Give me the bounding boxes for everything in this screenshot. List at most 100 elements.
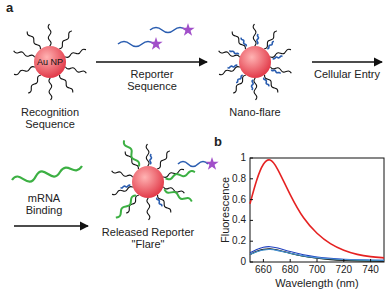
reporter-strand xyxy=(150,154,152,164)
tick-label: 660 xyxy=(251,264,275,276)
tick-mark xyxy=(370,259,371,262)
tick-label: 1 xyxy=(226,152,246,164)
recognition-strand xyxy=(253,24,256,46)
recognition-strand xyxy=(48,24,51,46)
recognition-strand xyxy=(28,75,41,93)
reporter-strand xyxy=(228,65,238,68)
stage-caption: Recognition Sequence xyxy=(4,106,96,130)
reporter-strands xyxy=(118,23,195,50)
recognition-strand xyxy=(219,51,240,58)
recognition-strand xyxy=(60,75,73,93)
mrna-strand xyxy=(12,166,82,182)
reporter-strand xyxy=(157,198,162,207)
particle-label: Au NP xyxy=(30,56,70,68)
recognition-strand xyxy=(49,78,52,100)
mrna-strand xyxy=(166,171,195,179)
recognition-strand xyxy=(270,67,291,74)
nanoparticle-stage: Au NP Recognition Sequence xyxy=(4,20,96,132)
reporter-strand xyxy=(178,162,208,167)
nanoparticle-stage: Released Reporter "Flare" xyxy=(92,140,204,252)
tick-label: 700 xyxy=(305,264,329,276)
recognition-strand xyxy=(157,151,170,169)
recognition-strand xyxy=(265,75,278,93)
reporter-strand xyxy=(118,42,154,47)
reporter-dye xyxy=(181,23,194,36)
tick-mark xyxy=(317,259,318,262)
spectrum-curve xyxy=(250,249,384,262)
reporter-strand xyxy=(150,28,186,33)
spectrum-curve xyxy=(250,160,384,258)
text-label: mRNA Binding xyxy=(14,192,74,216)
panel-letter: a xyxy=(6,2,20,14)
reporter-strand xyxy=(271,70,280,74)
gold-nanoparticle xyxy=(239,46,271,78)
reporter-strand xyxy=(264,78,269,87)
reporter-strand xyxy=(273,56,283,59)
spectrum-curve xyxy=(250,250,384,261)
reporter-strand xyxy=(257,34,259,44)
nanoparticle-drawing xyxy=(208,20,302,106)
tick-mark xyxy=(263,259,264,262)
axis-ticks xyxy=(250,158,371,262)
process-arrow-group xyxy=(96,62,207,63)
tick-label: 680 xyxy=(278,264,302,276)
tick-mark xyxy=(250,220,253,221)
reporter-dye xyxy=(149,37,162,50)
recognition-strand xyxy=(254,78,257,100)
recognition-strand xyxy=(158,195,171,213)
spectrum-chart xyxy=(250,158,384,262)
tick-label: 0.8 xyxy=(226,173,246,185)
tick-label: 0.2 xyxy=(226,235,246,247)
tick-mark xyxy=(250,199,253,200)
reporter-strand xyxy=(230,50,239,54)
recognition-strand xyxy=(65,49,86,57)
recognition-strand xyxy=(59,31,72,49)
reporter-strand xyxy=(121,185,131,188)
stage-caption: Nano-flare xyxy=(208,106,302,118)
panel-letter: b xyxy=(214,136,228,148)
reporter-strand xyxy=(267,41,274,48)
text-label: Wavelength (nm) xyxy=(257,277,377,289)
recognition-strand xyxy=(264,31,277,49)
reporter-dye xyxy=(205,157,218,170)
arrow-label: Reporter Sequence xyxy=(117,68,187,92)
tick-label: 0.4 xyxy=(226,214,246,226)
tick-mark xyxy=(250,178,253,179)
recognition-strand xyxy=(14,51,35,58)
mrna-strand xyxy=(164,189,191,201)
mrna-strand xyxy=(116,195,136,217)
tick-mark xyxy=(343,259,344,262)
recognition-strand xyxy=(14,67,35,75)
nanoparticle-drawing xyxy=(92,140,204,226)
process-arrow xyxy=(96,61,207,62)
process-arrow xyxy=(312,61,382,62)
recognition-strand xyxy=(232,32,245,50)
tick-label: 0 xyxy=(226,256,246,268)
gold-nanoparticle xyxy=(132,166,164,198)
recognition-strand xyxy=(146,144,149,166)
recognition-strand xyxy=(65,67,86,74)
tick-mark xyxy=(250,262,253,263)
reporter-strand xyxy=(241,38,246,47)
tick-mark xyxy=(290,259,291,262)
plot-frame xyxy=(250,158,384,262)
tick-mark xyxy=(250,241,253,242)
recognition-strand xyxy=(147,198,150,220)
tick-label: 0.6 xyxy=(226,194,246,206)
text-label: Cellular Entry xyxy=(312,68,382,80)
text-label: Fluorescence xyxy=(219,170,231,250)
nanoparticle-stage: Nano-flare xyxy=(208,20,302,120)
tick-label: 740 xyxy=(359,264,383,276)
recognition-strand xyxy=(112,171,133,178)
spectrum-curves xyxy=(250,160,384,262)
reporter-strand xyxy=(236,75,243,82)
mrna-strand xyxy=(124,140,139,166)
tick-mark xyxy=(250,158,253,159)
recognition-strand xyxy=(233,75,246,93)
recognition-strand xyxy=(27,32,40,50)
process-arrow xyxy=(14,225,88,226)
reporter-strand xyxy=(252,80,254,90)
